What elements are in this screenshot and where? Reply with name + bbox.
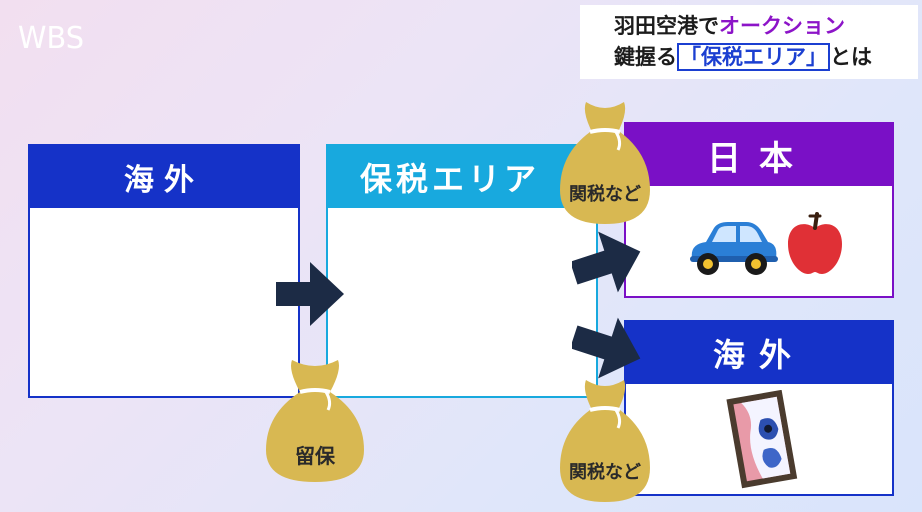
caption-line2-boxed: 「保税エリア」 <box>677 43 830 71</box>
wbs-logo: WBS <box>18 21 84 56</box>
japan-panel: 日本 <box>624 122 894 298</box>
bonded-area-header: 保税エリア <box>328 146 596 208</box>
overseas-right-header: 海外 <box>626 322 892 384</box>
overseas-left-header: 海外 <box>30 146 298 208</box>
arrow-right-icon <box>276 262 344 326</box>
japan-header: 日本 <box>626 124 892 186</box>
money-bag-icon <box>560 102 650 224</box>
bonded-area-panel: 保税エリア <box>326 144 598 398</box>
apple-icon <box>788 212 842 274</box>
logo-text: WBS <box>18 21 84 56</box>
money-bag-icon <box>560 380 650 502</box>
caption-line1-accent: オークション <box>719 14 845 38</box>
caption-line2-tail: とは <box>830 45 872 69</box>
painting-icon <box>726 390 798 489</box>
money-bag-center: 留保 <box>262 356 368 486</box>
money-bag-bottom: 関税など <box>556 376 654 506</box>
bag-label-center: 留保 <box>295 444 335 468</box>
bag-label-bottom: 関税など <box>569 462 641 483</box>
caption-line-1: 羽田空港でオークション <box>614 11 908 42</box>
overseas-left-panel: 海外 <box>28 144 300 398</box>
caption-line1-main: 羽田空港で <box>614 14 719 38</box>
money-bag-icon <box>266 360 364 482</box>
caption-line-2: 鍵握る「保税エリア」とは <box>614 42 908 73</box>
overseas-right-panel: 海外 <box>624 320 894 496</box>
car-icon <box>690 222 778 275</box>
caption-line2-lead: 鍵握る <box>614 45 677 69</box>
news-caption: 羽田空港でオークション 鍵握る「保税エリア」とは <box>580 5 918 79</box>
bag-label-top: 関税など <box>569 184 641 205</box>
arrow-up-right-icon <box>572 231 641 293</box>
arrow-down-right-icon <box>572 317 641 379</box>
money-bag-top: 関税など <box>556 98 654 228</box>
